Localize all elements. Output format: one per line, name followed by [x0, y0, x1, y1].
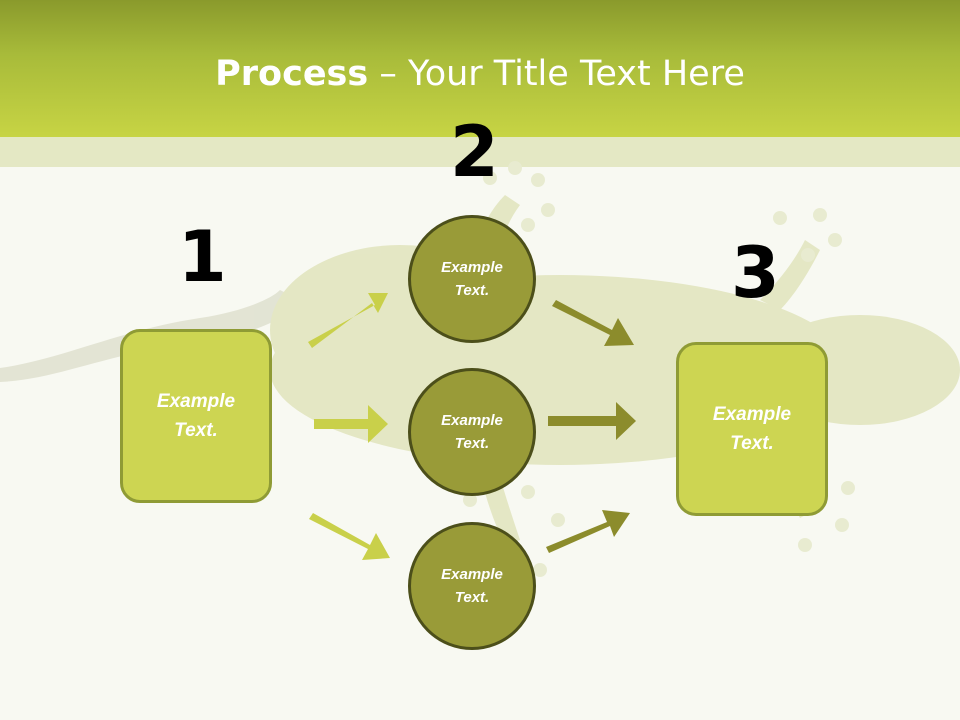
title-rest: – Your Title Text Here: [368, 54, 745, 94]
title-bold: Process: [215, 54, 369, 94]
circle-top-text: Example Text.: [441, 259, 503, 299]
circle-top: Example Text.: [408, 215, 536, 343]
arrow-to-3-bottom: [546, 510, 630, 553]
step-number-2: 2: [450, 111, 499, 193]
arrow-right-up: [308, 293, 388, 348]
step-number-3: 3: [731, 232, 780, 314]
circle-middle: Example Text.: [408, 368, 536, 496]
step-1-box: Example Text.: [120, 329, 272, 503]
arrow-right-down: [309, 513, 390, 560]
slide-title: Process – Your Title Text Here: [0, 52, 960, 96]
step-number-1: 1: [178, 216, 227, 298]
circle-bottom: Example Text.: [408, 522, 536, 650]
circle-bottom-text: Example Text.: [441, 566, 503, 606]
header-band: [0, 137, 960, 167]
arrow-right-mid: [314, 405, 388, 443]
header-bar: [0, 0, 960, 137]
step-3-text: Example Text.: [712, 404, 792, 454]
arrow-to-3-top: [552, 300, 634, 346]
step-3-box: Example Text.: [676, 342, 828, 516]
step-1-text: Example Text.: [156, 391, 236, 441]
arrow-to-3-mid: [548, 402, 636, 440]
circle-middle-text: Example Text.: [441, 412, 503, 452]
